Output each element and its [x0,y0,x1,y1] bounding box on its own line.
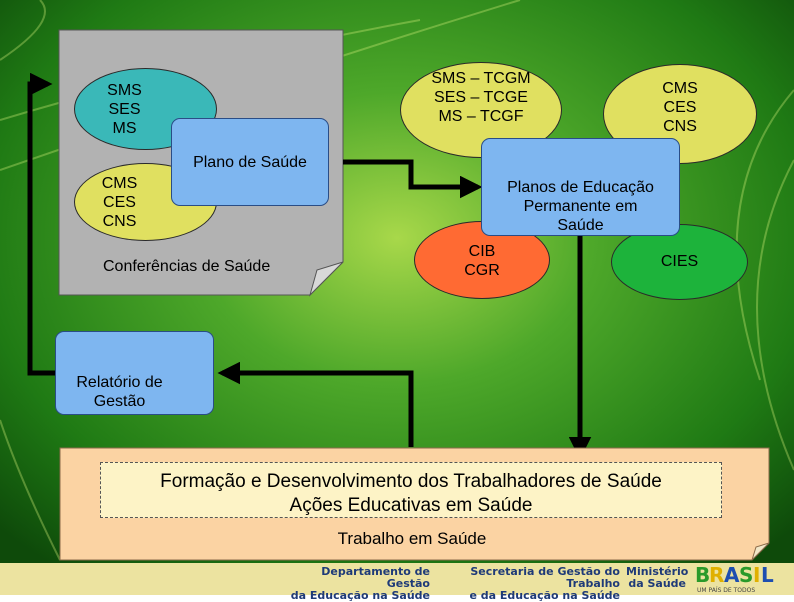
acoes-line: Ações Educativas em Saúde [289,495,533,516]
footer-ministerio: Ministério da Saúde [626,565,689,590]
svg-text:L: L [761,563,774,587]
gestores-left-label: SMS SES MS [107,81,142,137]
plano-saude-label: Plano de Saúde [193,154,307,171]
relatorio-box: Relatório de Gestão [55,331,214,415]
svg-text:R: R [709,563,724,587]
conferencias-label: Conferências de Saúde [103,258,271,275]
logo-slogan: UM PAÍS DE TODOS [697,587,755,594]
conselhos-left-label: CMS CES CNS [101,174,138,230]
tcgm-label: SMS – TCGM SES – TCGE MS – TCGF [431,69,531,125]
conselhos-right-label: CMS CES CNS [662,79,698,135]
svg-text:I: I [753,563,760,587]
planos-educacao-label: Planos de Educação Permanente em Saúde [507,179,654,234]
gestores-left-ellipse: SMS SES MS [74,68,217,150]
formacao-box [100,462,722,518]
svg-text:B: B [695,563,710,587]
connector-report-to-start [27,72,57,376]
brasil-logo: B R A S I L UM PAÍS DE TODOS [693,563,791,595]
svg-text:A: A [724,563,740,587]
relatorio-label: Relatório de Gestão [76,374,163,410]
footer-bar [0,563,794,595]
footer-secretaria: Secretaria de Gestão do Trabalho e da Ed… [469,565,620,602]
footer-dept: Departamento de Gestão da Educação na Sa… [290,565,430,602]
planos-educacao-box: Planos de Educação Permanente em Saúde [481,138,680,236]
cies-ellipse: CIES [611,224,748,300]
formacao-line: Formação e Desenvolvimento dos Trabalhad… [160,471,662,492]
trabalho-line: Trabalho em Saúde [337,529,487,548]
connector-plan-to-education [343,159,483,199]
connector-panel-to-report [217,361,414,447]
plano-saude-box: Plano de Saúde [171,118,329,206]
cib-cgr-label: CIB CGR [464,243,500,279]
cies-label: CIES [660,252,699,270]
svg-text:S: S [739,563,753,587]
